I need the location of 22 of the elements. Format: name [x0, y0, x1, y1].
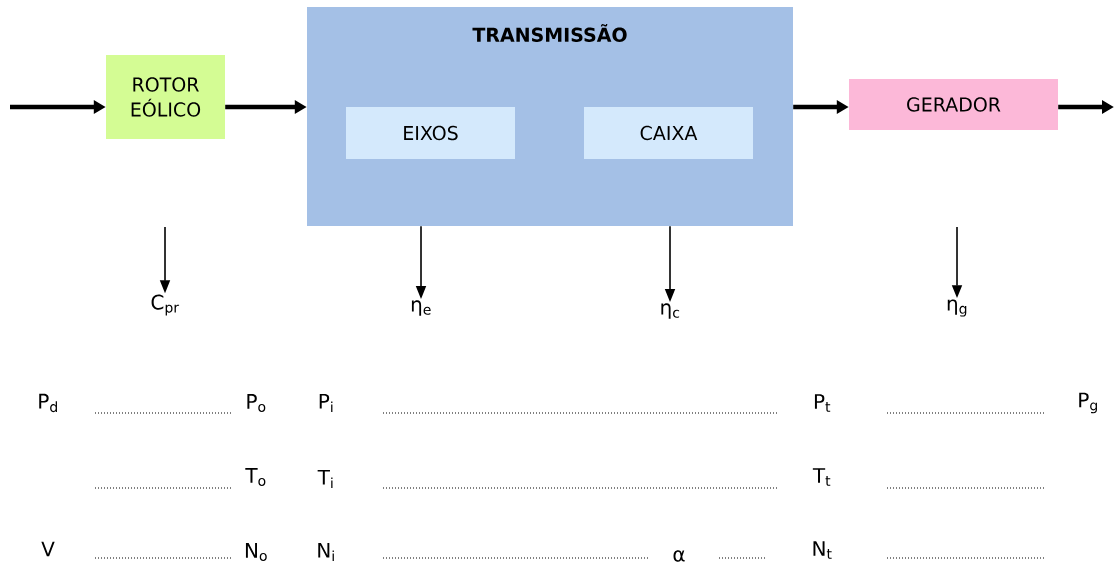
variable-label: T$_{t}$ — [812, 468, 831, 486]
variable-label: T$_{o}$ — [245, 468, 266, 486]
variable-label: P$_{t}$ — [814, 394, 831, 412]
symbol-label: η$_{e}$ — [411, 300, 431, 316]
variable-label: T$_{i}$ — [317, 469, 333, 489]
symbol-label: η$_{c}$ — [661, 303, 680, 319]
variable-label: P$_{i}$ — [319, 393, 333, 413]
variable-label: V — [41, 541, 55, 557]
variable-label: P$_{g}$ — [1079, 392, 1097, 414]
process-box: EIXOS — [346, 107, 515, 159]
process-box: GERADOR — [849, 79, 1058, 130]
process-box: ROTOR EÓLICO — [106, 55, 225, 139]
variable-label: α — [673, 550, 685, 562]
variable-label: P$_{o}$ — [247, 394, 266, 412]
variable-label: P$_{d}$ — [39, 393, 57, 413]
symbol-label: η$_{g}$ — [947, 299, 967, 317]
variable-label: N$_{o}$ — [245, 543, 267, 561]
process-box: CAIXA — [584, 107, 753, 159]
box-heading: TRANSMISSÃO — [472, 24, 627, 42]
symbol-label: C$_{pr}$ — [151, 294, 180, 316]
variable-label: N$_{t}$ — [813, 541, 832, 559]
variable-label: N$_{i}$ — [318, 542, 334, 562]
